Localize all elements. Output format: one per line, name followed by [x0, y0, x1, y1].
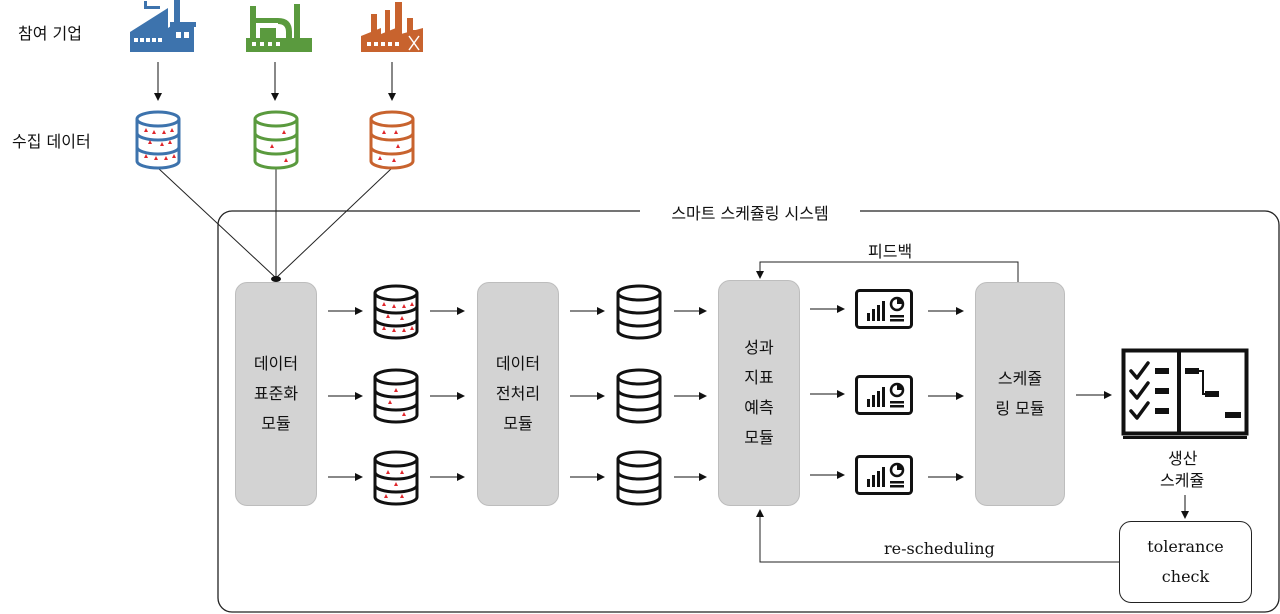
data-standardization-module: 데이터 표준화 모듈	[235, 282, 317, 506]
module-label-line: 링 모듈	[995, 399, 1045, 418]
data-preprocessing-module: 데이터 전처리 모듈	[477, 282, 559, 506]
module-label-line: 성과	[744, 338, 774, 357]
database-icon	[373, 284, 419, 340]
module-label-line: 모듈	[261, 414, 291, 433]
database-icon	[253, 110, 299, 170]
database-icon	[616, 450, 662, 506]
check-label: check	[1161, 567, 1210, 586]
module-label-line: 표준화	[253, 384, 299, 403]
module-label-line: 데이터	[495, 354, 541, 373]
production-schedule-icon	[1121, 348, 1249, 439]
production-schedule-label: 생산	[1168, 449, 1198, 468]
module-label-line: 지표	[744, 368, 774, 387]
factory-icon	[130, 0, 196, 52]
database-icon	[616, 368, 662, 424]
line-db1-merge	[157, 167, 277, 279]
kpi-prediction-module: 성과 지표 예측 모듈	[718, 280, 800, 506]
tolerance-label: tolerance	[1147, 537, 1224, 556]
participants-label: 참여 기업	[18, 24, 82, 43]
tolerance-check-box: tolerance check	[1119, 521, 1252, 603]
kpi-dashboard-icon	[855, 289, 913, 329]
kpi-dashboard-icon	[855, 455, 913, 495]
rescheduling-line	[756, 509, 1119, 563]
database-icon	[135, 110, 181, 170]
feedback-line	[756, 261, 1019, 282]
database-icon	[373, 368, 419, 424]
module-label-line: 데이터	[253, 354, 299, 373]
rescheduling-label: re-scheduling	[884, 539, 995, 558]
database-icon	[369, 110, 415, 170]
line-db3-merge	[275, 167, 393, 279]
merge-point	[271, 276, 281, 282]
factory-icon	[246, 4, 312, 52]
kpi-dashboard-icon	[855, 375, 913, 415]
database-icon	[373, 450, 419, 506]
system-title: 스마트 스케쥴링 시스템	[640, 200, 860, 224]
database-icon	[616, 284, 662, 340]
production-schedule-label: 스케쥴	[1160, 471, 1205, 490]
factory-icon	[361, 2, 423, 52]
module-label-line: 스케쥴	[997, 369, 1043, 388]
module-label-line: 전처리	[495, 384, 541, 403]
scheduling-module: 스케쥴 링 모듈	[975, 282, 1065, 506]
module-label-line: 모듈	[744, 428, 774, 447]
module-label-line: 예측	[744, 398, 774, 417]
collected-data-label: 수집 데이터	[12, 132, 91, 151]
feedback-label: 피드백	[868, 242, 913, 261]
module-label-line: 모듈	[503, 414, 533, 433]
